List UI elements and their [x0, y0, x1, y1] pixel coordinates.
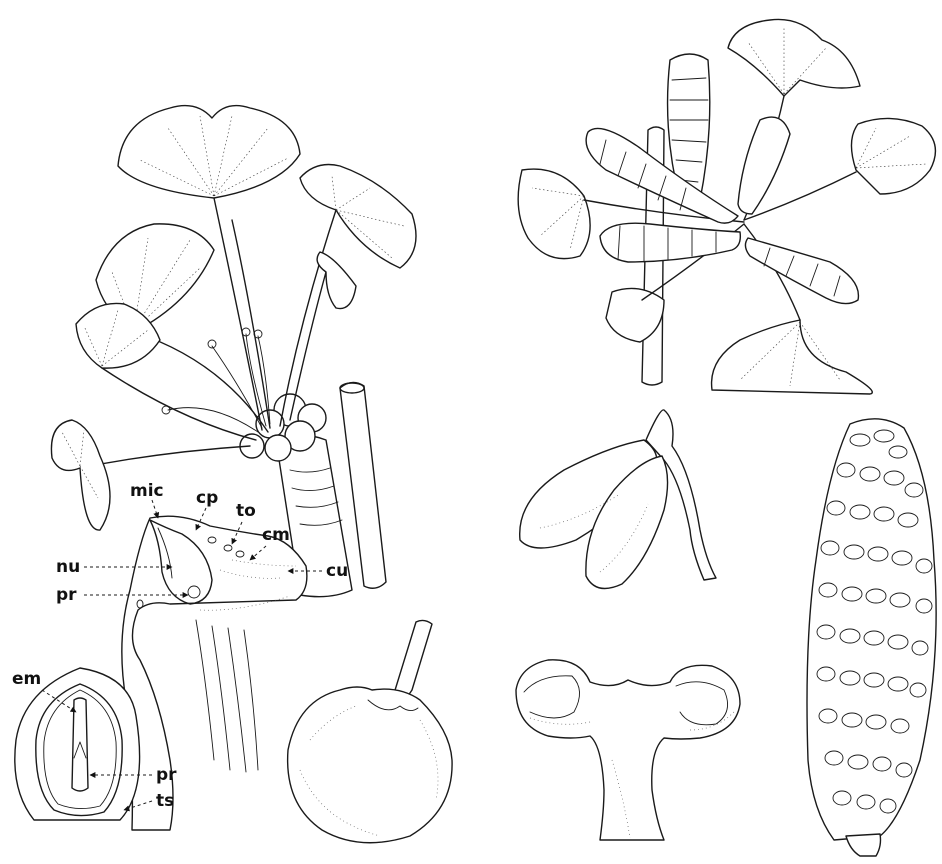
label-nu: nu [56, 557, 80, 577]
label-to: to [236, 501, 256, 521]
label-em: em [12, 669, 41, 689]
ovule-longitudinal-section [122, 516, 307, 830]
label-ts: ts [156, 791, 174, 811]
seed-fruit [288, 620, 452, 842]
microsporophyll [520, 410, 716, 589]
label-mic: mic [130, 481, 164, 501]
pollen-cone [807, 419, 936, 856]
label-cp: cp [196, 488, 218, 508]
ovule-pair [516, 660, 740, 840]
pollen-shoot-illustration [518, 19, 935, 394]
ovulate-shoot-illustration [51, 106, 416, 597]
pollen-catkins [586, 54, 858, 304]
label-cm: cm [262, 525, 290, 545]
label-pr-seed: pr [156, 765, 177, 785]
label-pr: pr [56, 585, 77, 605]
seed-longitudinal-section [15, 668, 140, 820]
label-cu: cu [326, 561, 348, 581]
